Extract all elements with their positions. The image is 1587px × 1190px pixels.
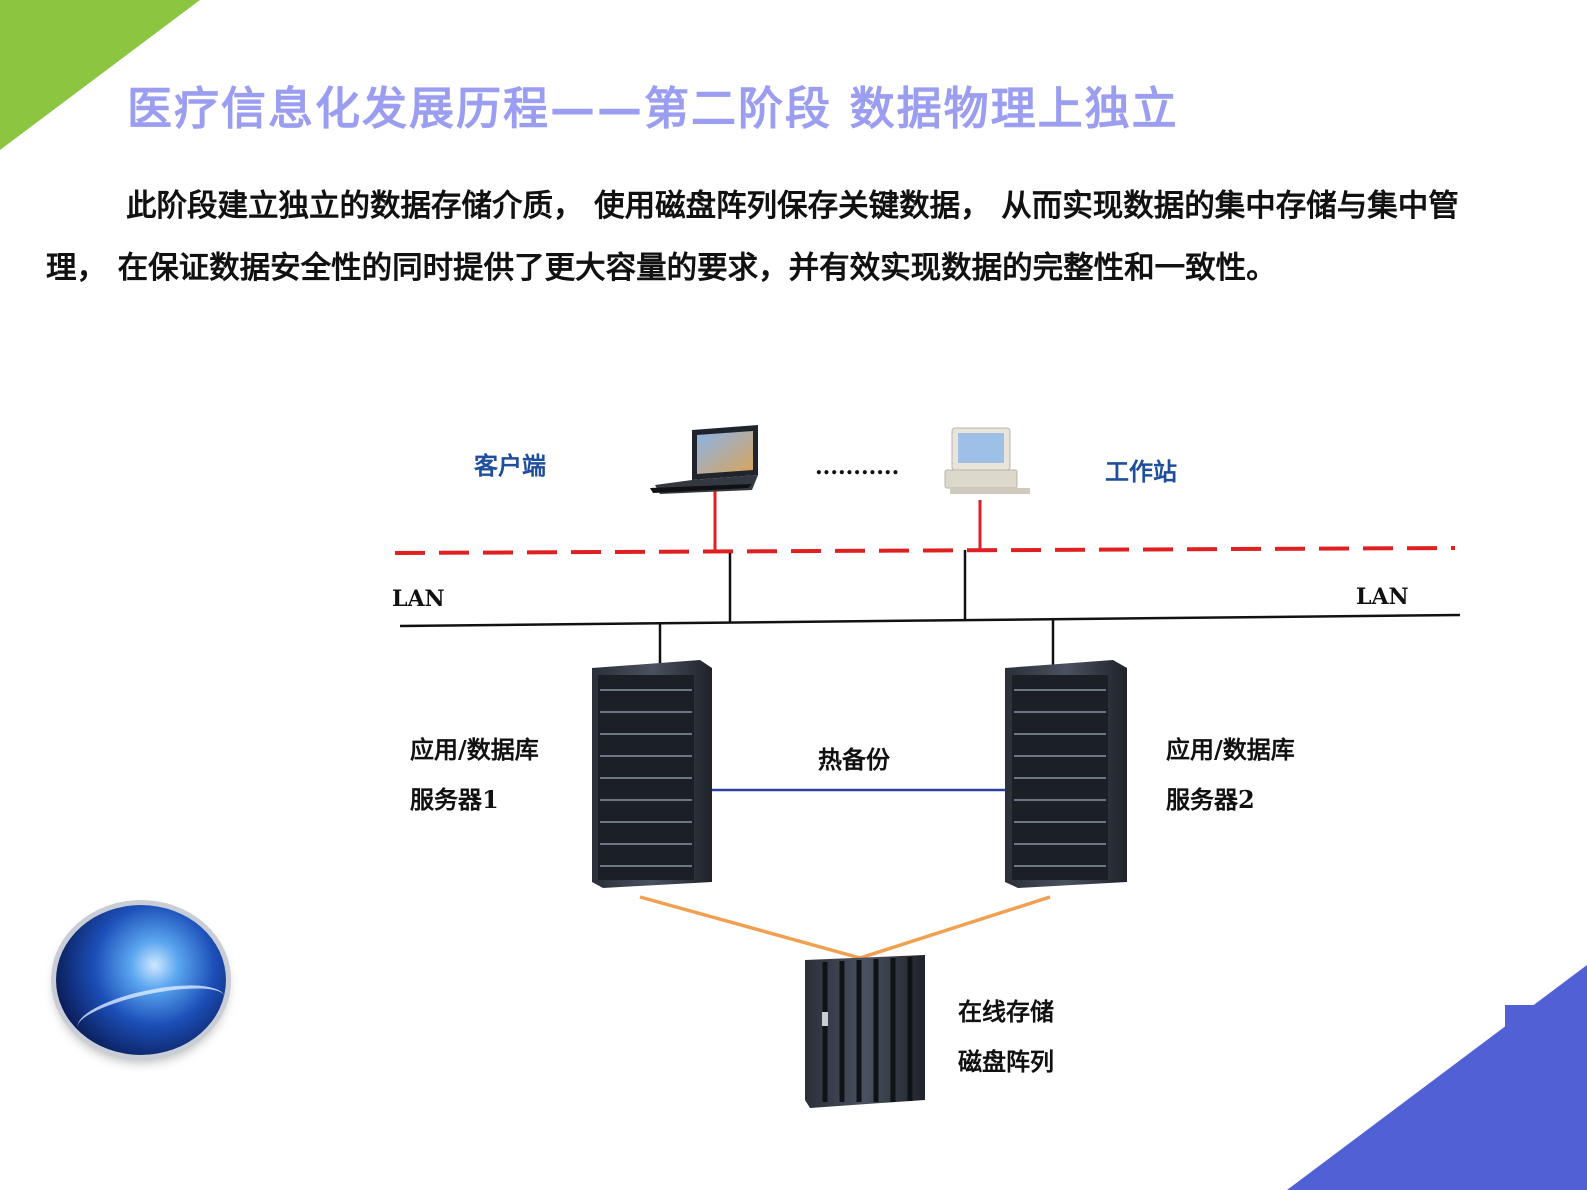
server1-rack-icon <box>592 660 712 888</box>
ellipsis-label: ........... <box>815 454 899 480</box>
workstation-label: 工作站 <box>1105 457 1177 486</box>
workstation-icon <box>944 427 1030 494</box>
lan-right-label: LAN <box>1356 584 1409 610</box>
slide-paragraph: 此阶段建立独立的数据存储介质， 使用磁盘阵列保存关键数据， 从而实现数据的集中存… <box>46 189 1459 286</box>
server2-rack-icon <box>1005 660 1127 888</box>
laptop-icon <box>650 425 758 494</box>
storage-array-icon <box>805 955 925 1108</box>
corner-decoration-green <box>0 0 200 150</box>
storage-label-line2: 磁盘阵列 <box>958 1047 1054 1076</box>
client-network-dashed-line <box>394 546 1456 555</box>
hot-backup-label: 热备份 <box>818 745 891 774</box>
globe-logo-icon <box>56 905 226 1055</box>
lan-left-label: LAN <box>392 586 445 612</box>
corner-decoration-blue-block <box>1505 1005 1587 1125</box>
slide-title: 医疗信息化发展历程——第二阶段 数据物理上独立 <box>127 82 1179 135</box>
lan-line <box>399 613 1461 628</box>
server1-label-line2: 服务器1 <box>410 785 499 814</box>
server2-label-line1: 应用/数据库 <box>1166 735 1295 764</box>
server1-label-line1: 应用/数据库 <box>410 735 539 764</box>
server2-label-line2: 服务器2 <box>1166 785 1255 814</box>
server2-storage-link <box>859 895 1051 960</box>
storage-label-line1: 在线存储 <box>958 997 1054 1026</box>
client-label: 客户端 <box>474 451 546 480</box>
server1-storage-link <box>639 895 861 960</box>
